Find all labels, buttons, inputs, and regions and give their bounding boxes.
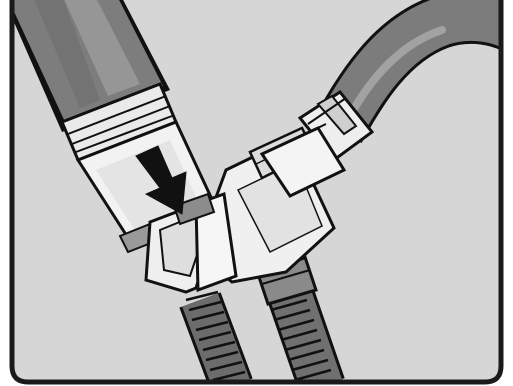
hose-connection-diagram xyxy=(0,0,513,386)
illustration-stage xyxy=(0,0,513,386)
